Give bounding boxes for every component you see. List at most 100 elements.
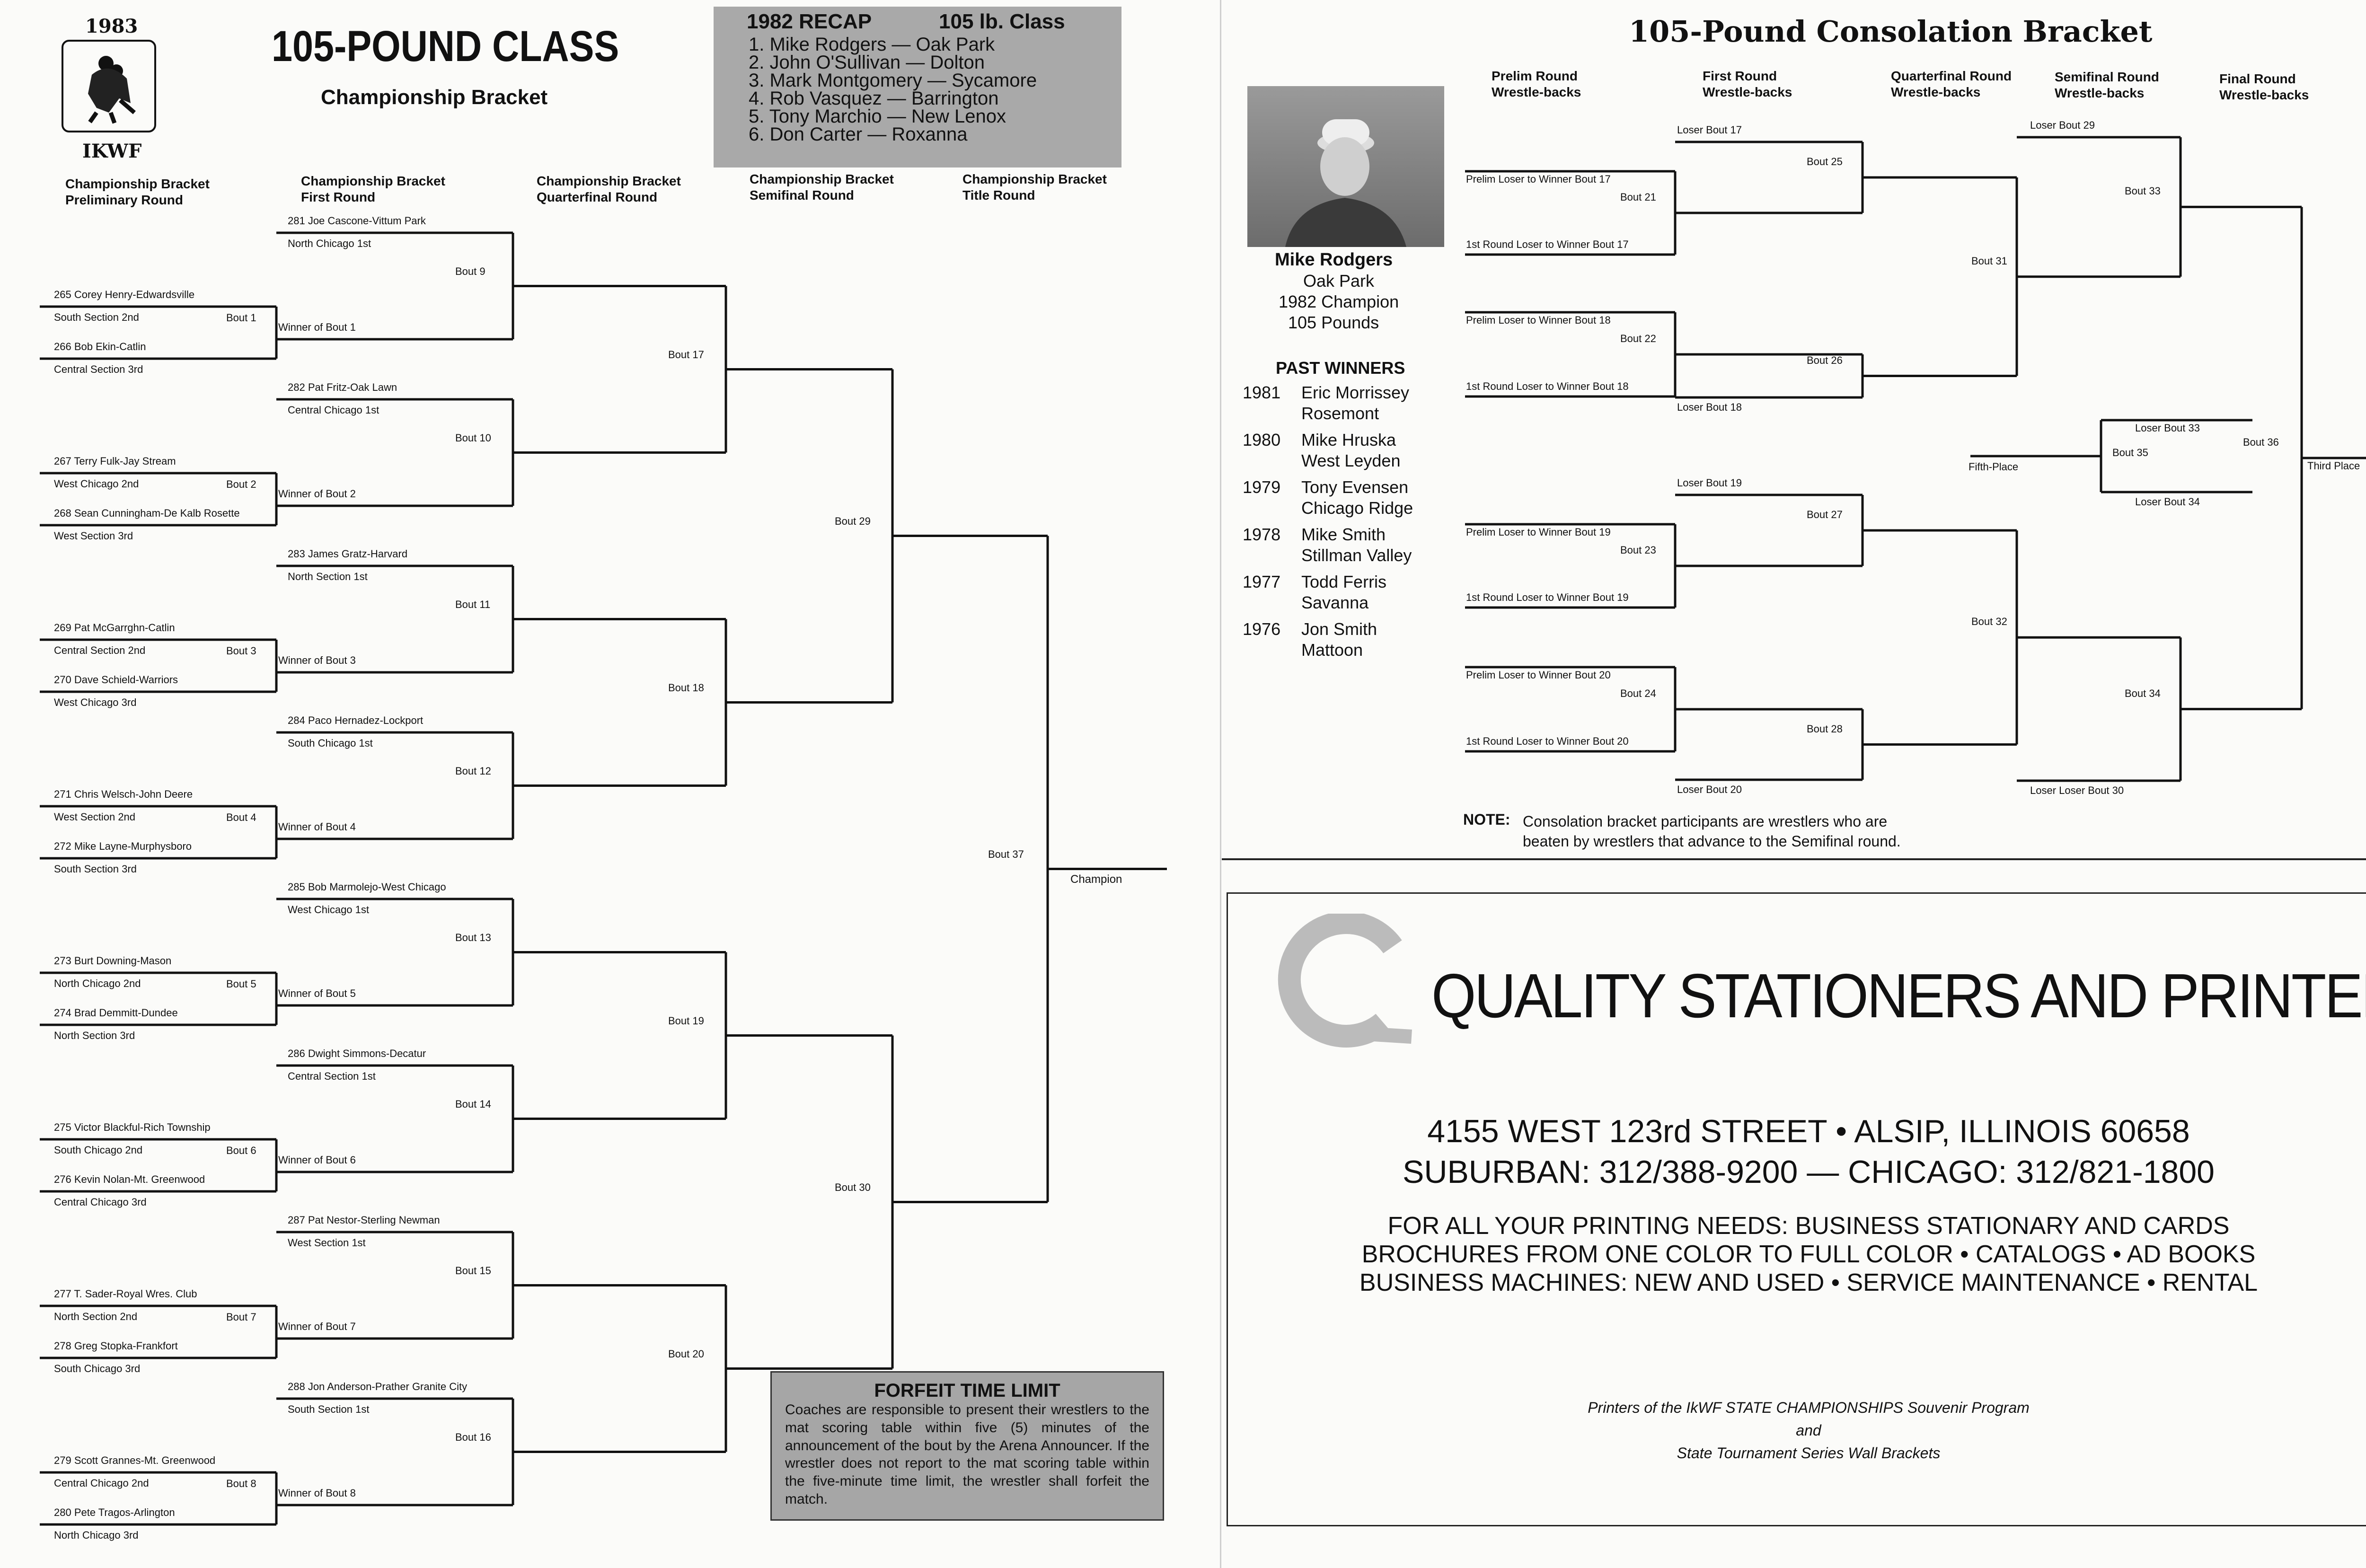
bout-label: Bout 29: [835, 515, 871, 527]
fifth-place-label: Fifth-Place: [1969, 461, 2019, 473]
bout-label: Bout 9: [455, 265, 486, 277]
champion-photo: [1247, 86, 1444, 247]
first-round-section: North Section 1st: [288, 571, 368, 582]
bout-label: Bout 18: [668, 681, 704, 694]
winner-label: Winner of Bout 3: [278, 654, 356, 666]
company-phones: SUBURBAN: 312/388-9200 — CHICAGO: 312/82…: [1402, 1154, 2215, 1190]
winner-label: Winner of Bout 5: [278, 987, 356, 999]
champion-year: 1982 Champion: [1279, 292, 1399, 311]
prelim-wrestler: 267 Terry Fulk-Jay Stream: [54, 455, 176, 467]
bout-label: Bout 12: [455, 765, 491, 777]
recap-line: 6. Don Carter — Roxanna: [749, 124, 968, 145]
forfeit-box: FORFEIT TIME LIMIT Coaches are responsib…: [770, 1371, 1164, 1521]
note-text: Consolation bracket participants are wre…: [1523, 813, 1901, 850]
company-name: QUALITY STATIONERS AND PRINTERS: [1431, 961, 2366, 1031]
org-label: IKWF: [82, 140, 142, 162]
note-label: NOTE:: [1463, 811, 1510, 828]
bout-label: Bout 19: [668, 1014, 704, 1027]
bout-label: Bout 6: [226, 1145, 256, 1156]
bout-label: Bout 25: [1807, 156, 1843, 167]
first-round-section: Central Chicago 1st: [288, 404, 380, 416]
winner-label: Winner of Bout 1: [278, 321, 356, 333]
past-town: Chicago Ridge: [1301, 498, 1413, 518]
past-name: Mike Smith: [1301, 525, 1386, 544]
prelim-wrestler: 278 Greg Stopka-Frankfort: [54, 1340, 178, 1352]
prelim-section: North Section 3rd: [54, 1030, 135, 1041]
recap-line: 1. Mike Rodgers — Oak Park: [749, 34, 995, 55]
bout-label: Bout 21: [1620, 191, 1656, 203]
header-semifinal-round: Championship Bracket Semifinal Round: [750, 172, 894, 203]
prelim-wrestler: 271 Chris Welsch-John Deere: [54, 788, 193, 800]
first-round-wrestler: 287 Pat Nestor-Sterling Newman: [288, 1214, 440, 1226]
first-round-section: South Chicago 1st: [288, 737, 373, 749]
past-name: Tony Evensen: [1301, 477, 1409, 497]
bracket-subtitle: Championship Bracket: [321, 86, 548, 109]
loser-label: Loser Bout 17: [1677, 124, 1742, 136]
prelim-section: South Chicago 3rd: [54, 1363, 141, 1374]
winner-label: Winner of Bout 8: [278, 1487, 356, 1499]
consolation-entry: Prelim Loser to Winner Bout 20: [1466, 669, 1611, 681]
wrestlers-logo-icon: [88, 56, 136, 124]
bout-label: Bout 22: [1620, 333, 1656, 344]
bout-label: Bout 23: [1620, 544, 1656, 556]
consolation-title: 105-Pound Consolation Bracket: [1629, 14, 2153, 49]
header-quarterfinal-wrestlebacks: Quarterfinal Round Wrestle-backs: [1891, 69, 2012, 99]
prelim-section: South Section 3rd: [54, 863, 137, 875]
first-round-wrestler: 284 Paco Hernadez-Lockport: [288, 714, 424, 726]
past-year: 1981: [1243, 383, 1281, 402]
prelim-section: North Chicago 3rd: [54, 1529, 139, 1541]
services-line: FOR ALL YOUR PRINTING NEEDS: BUSINESS ST…: [1387, 1212, 2230, 1240]
past-town: Savanna: [1301, 593, 1369, 612]
bout-label: Bout 16: [455, 1431, 491, 1443]
prelim-wrestler: 280 Pete Tragos-Arlington: [54, 1506, 175, 1518]
header-quarterfinal-round: Championship Bracket Quarterfinal Round: [537, 174, 681, 204]
bout-label: Bout 37: [988, 848, 1024, 860]
winner-label: Winner of Bout 2: [278, 488, 356, 500]
loser-label: Loser Bout 33: [2135, 422, 2200, 434]
prelim-wrestler: 266 Bob Ekin-Catlin: [54, 341, 146, 352]
prelim-wrestler: 276 Kevin Nolan-Mt. Greenwood: [54, 1173, 205, 1185]
consolation-entry: 1st Round Loser to Winner Bout 20: [1466, 735, 1629, 747]
recap-box: 1982 RECAP 105 lb. Class 1. Mike Rodgers…: [714, 7, 1121, 167]
past-name: Todd Ferris: [1301, 572, 1387, 591]
footer-line: and: [1796, 1422, 1821, 1439]
past-town: Mattoon: [1301, 640, 1363, 660]
winner-label: Winner of Bout 7: [278, 1321, 356, 1332]
prelim-section: North Section 2nd: [54, 1311, 138, 1322]
consolation-entry: 1st Round Loser to Winner Bout 19: [1466, 591, 1629, 603]
bout-label: Bout 10: [455, 432, 491, 444]
loser-label: Loser Loser Bout 30: [2030, 784, 2124, 796]
past-year: 1977: [1243, 572, 1281, 591]
past-name: Jon Smith: [1301, 619, 1377, 639]
prelim-section: Central Chicago 3rd: [54, 1196, 147, 1208]
header-prelim-wrestlebacks: Prelim Round Wrestle-backs: [1492, 69, 1581, 99]
consolation-entry: Prelim Loser to Winner Bout 18: [1466, 314, 1611, 326]
recap-line: 3. Mark Montgomery — Sycamore: [749, 70, 1037, 91]
prelim-section: South Section 2nd: [54, 311, 139, 323]
wrestler-portrait-icon: [1285, 119, 1406, 247]
consolation-entry: 1st Round Loser to Winner Bout 17: [1466, 238, 1629, 250]
past-town: Rosemont: [1301, 404, 1379, 423]
loser-label: Loser Bout 19: [1677, 477, 1742, 489]
champion-name: Mike Rodgers: [1275, 250, 1393, 270]
prelim-wrestler: 279 Scott Grannes-Mt. Greenwood: [54, 1454, 216, 1466]
prelim-section: West Chicago 2nd: [54, 478, 139, 490]
prelim-wrestler: 265 Corey Henry-Edwardsville: [54, 289, 195, 300]
bout-label: Bout 17: [668, 348, 704, 361]
champion-label: Champion: [1070, 872, 1122, 886]
prelim-wrestler: 274 Brad Demmitt-Dundee: [54, 1007, 178, 1019]
bout-label: Bout 3: [226, 645, 256, 657]
champion-weight: 105 Pounds: [1288, 313, 1379, 332]
header-semifinal-wrestlebacks: Semifinal Round Wrestle-backs: [2055, 70, 2159, 100]
bout-label: Bout 20: [668, 1348, 704, 1360]
past-year: 1978: [1243, 525, 1281, 544]
prelim-section: Central Chicago 2nd: [54, 1477, 149, 1489]
bout-label: Bout 2: [226, 478, 256, 490]
recap-line: 5. Tony Marchio — New Lenox: [749, 106, 1006, 127]
bout-label: Bout 28: [1807, 722, 1843, 735]
event-year: 1983: [85, 15, 138, 37]
third-place-label: Third Place: [2307, 460, 2360, 472]
first-round-section: West Section 1st: [288, 1237, 366, 1249]
loser-label: Loser Bout 29: [2030, 119, 2095, 131]
